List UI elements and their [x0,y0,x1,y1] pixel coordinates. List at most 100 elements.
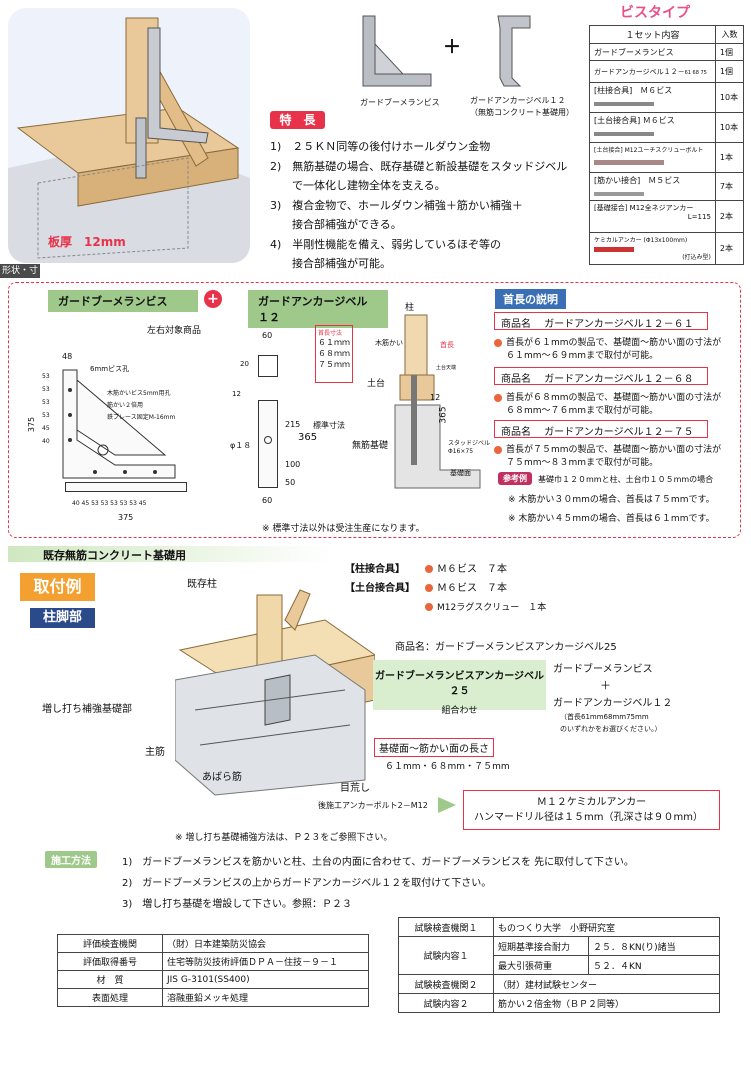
install-part: 【柱接合具】Ｍ６ビス ７本 [345,560,546,579]
test-value: ものつくり大学 小野研究室 [493,917,720,937]
vis-row: ケミカルアンカー (Φ13x100mm)(打込み型) [589,232,716,265]
part-key: 【土台接合具】 [345,583,415,594]
shape-note: ※ 標準寸法以外は受注生産になります。 [262,524,425,534]
vis-qty: 10本 [714,82,745,113]
install-sub: 柱脚部 [30,608,95,628]
note: 木筋かいビス5mm用孔 [107,390,171,397]
vis-row-label: [筋かい接合] Ｍ５ビス [594,176,681,185]
dim-12: 12 [232,390,241,398]
neck-desc-1a: 首長が６１mmの製品で、基礎面～筋かい面の寸法が [494,335,721,348]
dim-215: 215 [285,420,301,429]
vis-row: [土台接合] M12ユーチスクリューボルト [589,142,716,173]
vis-row: [柱接合具] Ｍ６ビス [589,82,716,113]
install-band-text: 既存無筋コンクリート基礎用 [43,549,186,562]
boomerang-product-image [362,15,432,87]
dim: 53 [42,373,50,380]
neck-desc-2a: 首長が６８mmの製品で、基礎面～筋かい面の寸法が [494,390,721,403]
vis-type-title: ビスタイプ [620,5,690,21]
neck-desc-1b: ６１mm～６９mmまで取付が可能。 [506,351,659,361]
feature-item: で一体化し建物全体を支える。 [270,179,446,192]
feature-item: 3) 複合金物で、ホールダウン補強＋筋かい補強＋ [270,198,523,212]
combo-note-1: （首長61mm68mm75mm [560,713,649,721]
neck-size: ６８ｍｍ [318,349,350,358]
test-value: ５２．４KN [588,955,720,975]
neck-size: ６１ｍｍ [318,338,350,347]
features-title: 特 長 [270,111,325,129]
part-value: M12ラグスクリュー １本 [437,603,547,613]
vis-qty: 1個 [714,60,745,83]
part-key: 【柱接合具】 [345,564,405,575]
product-line: 商品名：ガードブーメランビスアンカージベル25 [395,642,617,653]
sec-stud: スタッドジベル [448,440,491,447]
neck-name-1: 商品名 ガードアンカージベル１２－６１ [494,312,708,330]
dowel-top-drawing [258,355,278,377]
neck-name-3: 商品名 ガードアンカージベル１２－７５ [494,420,708,438]
test-key: 試験検査機関２ [398,974,494,994]
vis-row: ガードブーメランビス [589,43,716,61]
part-value: Ｍ６ビス ７本 [437,583,507,594]
dowel-hole [264,436,272,444]
install-illustration [175,589,375,796]
spec-table: 評価検査機関（財）日本建築防災協会 評価取得番号住宅等防災技術評価ＤＰＡ－住技－… [57,934,369,1007]
spec-key: 材 質 [57,970,163,989]
combo-plus: ＋ [600,679,611,692]
hole-note: 6mmビス孔 [90,365,130,373]
vis-row-label: ケミカルアンカー (Φ13x100mm) [594,237,688,244]
vis-row-sub: L=115 [687,213,711,221]
install-note: ※ 増し打ち基礎補強方法は、Ｐ２３をご参照下さい。 [175,833,393,843]
features-list: 1) ２５ＫＮ同等の後付けホールダウン金物 2) 無筋基礎の場合、既存基礎と新設… [270,137,567,274]
neck-desc: 首長が６１mmの製品で、基礎面～筋かい面の寸法が [506,338,722,348]
neck-desc-3a: 首長が７５mmの製品で、基礎面～筋かい面の寸法が [494,442,721,455]
note: 鉄ブレース固定M-16mm [107,414,176,421]
neck-desc: 首長が７５mmの製品で、基礎面～筋かい面の寸法が [506,445,722,455]
boomerang-drawing [62,369,176,479]
neck-desc-2b: ６８mm～７６mmまで取付が可能。 [506,406,659,416]
dim-365: 365 [298,432,318,443]
ref-1: ※ 木筋かい３０mmの場合、首長は７５mmです。 [508,495,715,505]
combo-note-2: のいずれかをお選びください。） [560,725,662,733]
dim-375: 375 [27,416,37,433]
shape-tag: 形状・寸法 [0,264,40,290]
vis-qty: 1個 [714,43,745,61]
install-band: 既存無筋コンクリート基礎用 [8,546,333,562]
combo-1: ガードブーメランビス [553,664,653,675]
dowel-body-drawing [258,400,278,488]
method-steps: 1) ガードブーメランビスを筋かいと柱、土台の内面に合わせて、ガードブーメランビ… [122,852,634,915]
bottom-dims: 40 45 53 53 53 53 53 45 [72,500,147,507]
combo-title: ガードブーメランビスアンカージベル２５ [375,671,544,697]
spec-value: 住宅等防災技術評価ＤＰＡ－住技－９－１ [162,952,369,971]
neck-title: 首長の説明 [495,289,566,309]
dim: 53 [42,412,50,419]
standard-dim: 標準寸法 [313,421,345,430]
method-step: 1) ガードブーメランビスを筋かいと柱、土台の内面に合わせて、ガードブーメランビ… [122,857,634,868]
spec-value: 溶融亜鉛メッキ処理 [162,988,369,1007]
vis-row-label: [土台接合具] Ｍ６ビス [594,116,675,125]
feature-item: 接合部補強が可能。 [270,257,391,270]
test-value: ２５．８KN(り)諸当 [588,936,720,956]
test-value: （財）建材試験センター [493,974,720,994]
anchor-dowel-product-image [497,15,531,87]
shape-dimension-box [8,282,741,538]
length-values: ６１mm・６８mm・７５mm [385,762,510,772]
dim-48: 48 [62,352,73,361]
neck-name-text: 商品名 ガードアンカージベル１２－６８ [501,374,694,385]
neck-desc-3b: ７５mm～８３mmまで取付が可能。 [506,458,659,468]
feature-item: 4) 半剛性機能を備え、弱劣しているほぞ等の [270,237,501,251]
neck-name-2: 商品名 ガードアンカージベル１２－６８ [494,367,708,385]
vis-row: ガードアンカージベル１２－61 68 75 [589,60,716,83]
vis-row: [筋かい接合] Ｍ５ビス [589,172,716,201]
dim-375-bottom: 375 [118,513,134,522]
sec-newf: 基礎面 [450,469,471,477]
label-stirrup: あばら筋 [202,772,242,783]
dim: 45 [42,425,50,432]
dim: 53 [42,386,50,393]
spec-value: （財）日本建築防災協会 [162,934,369,953]
boomerang-title-bar: ガードブーメランビス [48,290,198,312]
ref-2: ※ 木筋かい４５mmの場合、首長は６１mmです。 [508,514,715,524]
vis-row-label: [柱接合具] Ｍ６ビス [594,86,673,95]
label-existing-column: 既存柱 [187,579,217,590]
dim-100: 100 [285,460,301,469]
dim: 40 [42,438,50,445]
